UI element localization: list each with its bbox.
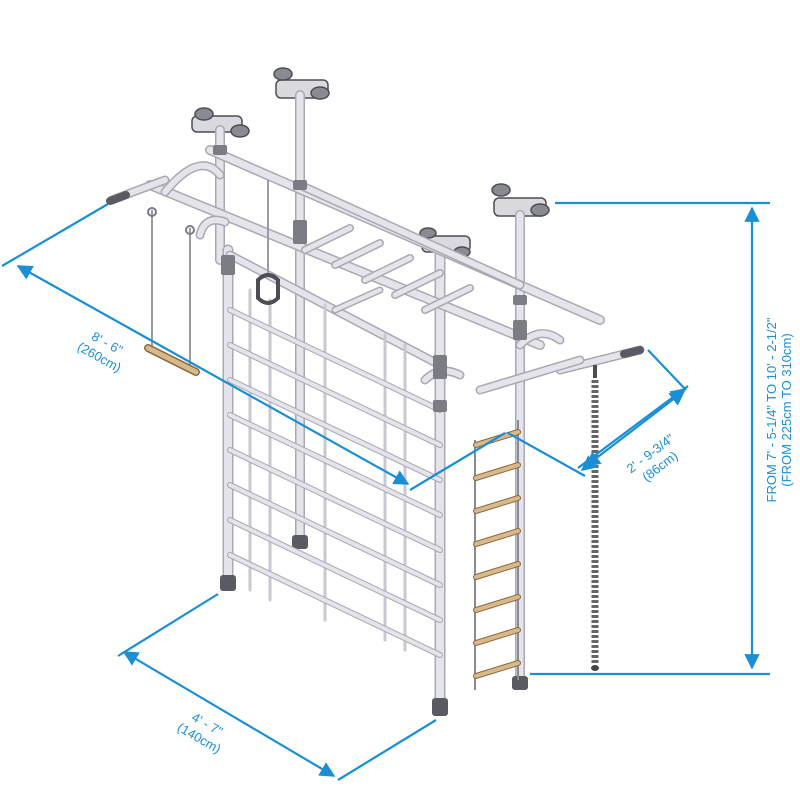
length-extension-top <box>1 203 109 267</box>
dimension-lines <box>1 201 770 781</box>
dimension-labels: 8' - 6" (260cm) 2' - 9-3/4" (86cm) 4' - … <box>75 317 794 756</box>
ceiling-mounts <box>191 67 550 258</box>
climbing-rope <box>591 365 599 671</box>
height-imperial-label: FROM 7' - 5-1/4" TO 10' - 2-1/2" <box>764 317 779 502</box>
frame-bends <box>160 161 565 385</box>
depth-main <box>650 350 686 388</box>
depth-arrow-line <box>584 390 686 467</box>
height-metric-label: (FROM 225cm TO 310cm) <box>779 333 794 486</box>
length-dimension-line <box>16 265 410 485</box>
length-extension-bottom <box>409 432 506 491</box>
gym-frame <box>106 67 645 716</box>
depth-dimension-line <box>578 350 648 467</box>
width-extension-right <box>337 719 437 781</box>
rope-ladder <box>473 420 521 690</box>
width-dimension-line <box>122 651 336 777</box>
post-feet <box>220 535 528 716</box>
depth-extension-left <box>507 432 586 477</box>
trapeze-bar <box>144 207 200 376</box>
depth-line <box>647 349 687 391</box>
width-extension-left <box>117 593 219 657</box>
